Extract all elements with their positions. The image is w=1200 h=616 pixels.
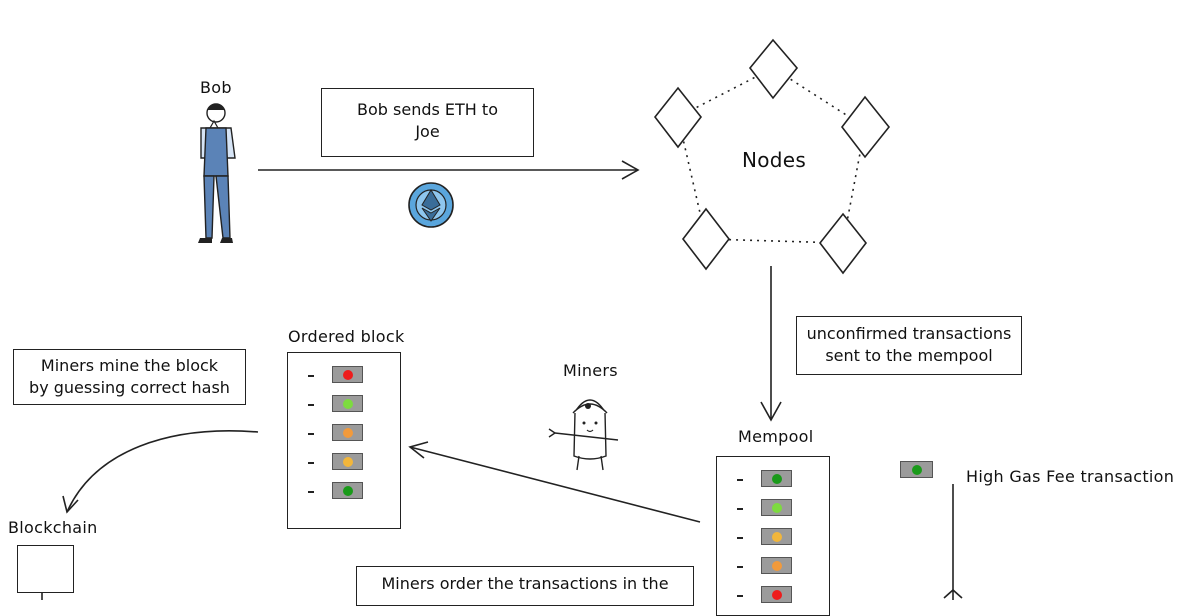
- miners-order-box: Miners order the transactions in the: [356, 566, 694, 606]
- miners-mine-box: Miners mine the block by guessing correc…: [13, 349, 246, 405]
- high-gas-line: [943, 484, 963, 600]
- mempool-chip: [761, 586, 792, 603]
- blockchain-label: Blockchain: [8, 518, 98, 537]
- node-diamond-top: [748, 38, 799, 100]
- blockchain-block: [17, 545, 74, 593]
- mempool-stack: [716, 456, 830, 616]
- ordered-block-chip: [332, 395, 363, 412]
- ordered-block-row: [306, 423, 386, 443]
- unconfirmed-line-2: sent to the mempool: [825, 346, 993, 365]
- mempool-dot-light_green: [772, 502, 782, 513]
- mempool-row: [735, 585, 815, 605]
- bob-label: Bob: [200, 78, 232, 97]
- high-gas-fee-dot: [912, 465, 922, 475]
- mempool-chip: [761, 557, 792, 574]
- connectors-layer: [41, 38, 963, 600]
- miners-label: Miners: [563, 361, 618, 380]
- high-gas-fee-label: High Gas Fee transaction: [966, 467, 1175, 486]
- ordered-block-stack: [287, 352, 401, 529]
- miners-order-line-1: Miners order the transactions in the: [381, 574, 669, 593]
- ordered-block-chip: [332, 424, 363, 441]
- ordered-block-chip: [332, 453, 363, 470]
- mempool-dash: [737, 566, 743, 568]
- ordered-block-chip: [332, 366, 363, 383]
- mempool-row: [735, 498, 815, 518]
- unconfirmed-line-1: unconfirmed transactions: [806, 324, 1012, 343]
- node-diamond-left: [653, 86, 703, 149]
- ordered-block-row: [306, 365, 386, 385]
- mempool-dot-dark_green: [772, 473, 782, 484]
- nodes-label: Nodes: [742, 148, 807, 172]
- node-diamond-bottom-left: [681, 207, 731, 271]
- mempool-label: Mempool: [738, 427, 814, 446]
- ordered-block-dash: [308, 433, 314, 435]
- bob-sends-box: Bob sends ETH to Joe: [321, 88, 534, 157]
- bob-sends-line-1: Bob sends ETH to: [357, 100, 498, 119]
- mempool-chip: [761, 499, 792, 516]
- ordered-block-row: [306, 394, 386, 414]
- mempool-dash: [737, 595, 743, 597]
- high-gas-fee-chip: [900, 461, 933, 478]
- ordered-block-dash: [308, 462, 314, 464]
- mempool-dot-red: [772, 589, 782, 600]
- to-mempool-arrow: [760, 266, 782, 422]
- ordered-block-row: [306, 452, 386, 472]
- bob-person-icon: [198, 103, 236, 243]
- mempool-row: [735, 469, 815, 489]
- mempool-row: [735, 556, 815, 576]
- ordered-block-row: [306, 481, 386, 501]
- mempool-chip: [761, 470, 792, 487]
- mempool-dash: [737, 508, 743, 510]
- miners-mine-line-1: Miners mine the block: [40, 356, 219, 375]
- ordered-block-dot-red: [343, 369, 353, 380]
- mempool-dash: [737, 479, 743, 481]
- mine-arrow: [62, 430, 259, 514]
- ordered-block-dash: [308, 404, 314, 406]
- ordered-block-dash: [308, 375, 314, 377]
- miners-mine-line-2: by guessing correct hash: [29, 378, 230, 397]
- send-arrow: [258, 160, 640, 180]
- ordered-block-label: Ordered block: [288, 327, 405, 346]
- miner-character-icon: [548, 399, 619, 471]
- unconfirmed-box: unconfirmed transactions sent to the mem…: [796, 316, 1022, 375]
- ordered-block-dot-light_green: [343, 398, 353, 409]
- ordered-block-dot-dark_green: [343, 485, 353, 496]
- node-diamond-right: [840, 95, 891, 159]
- order-arrow: [408, 441, 701, 523]
- bob-sends-line-2: Joe: [415, 122, 440, 141]
- ordered-block-dash: [308, 491, 314, 493]
- ordered-block-chip: [332, 482, 363, 499]
- nodes-network: [653, 38, 891, 275]
- mempool-row: [735, 527, 815, 547]
- ordered-block-dot-yellow_orange: [343, 456, 353, 467]
- ethereum-coin-icon: [408, 182, 454, 228]
- mempool-dot-yellow_orange: [772, 531, 782, 542]
- mempool-chip: [761, 528, 792, 545]
- ordered-block-dot-orange: [343, 427, 353, 438]
- mempool-dot-orange: [772, 560, 782, 571]
- node-diamond-bottom-right: [818, 212, 868, 275]
- mempool-dash: [737, 537, 743, 539]
